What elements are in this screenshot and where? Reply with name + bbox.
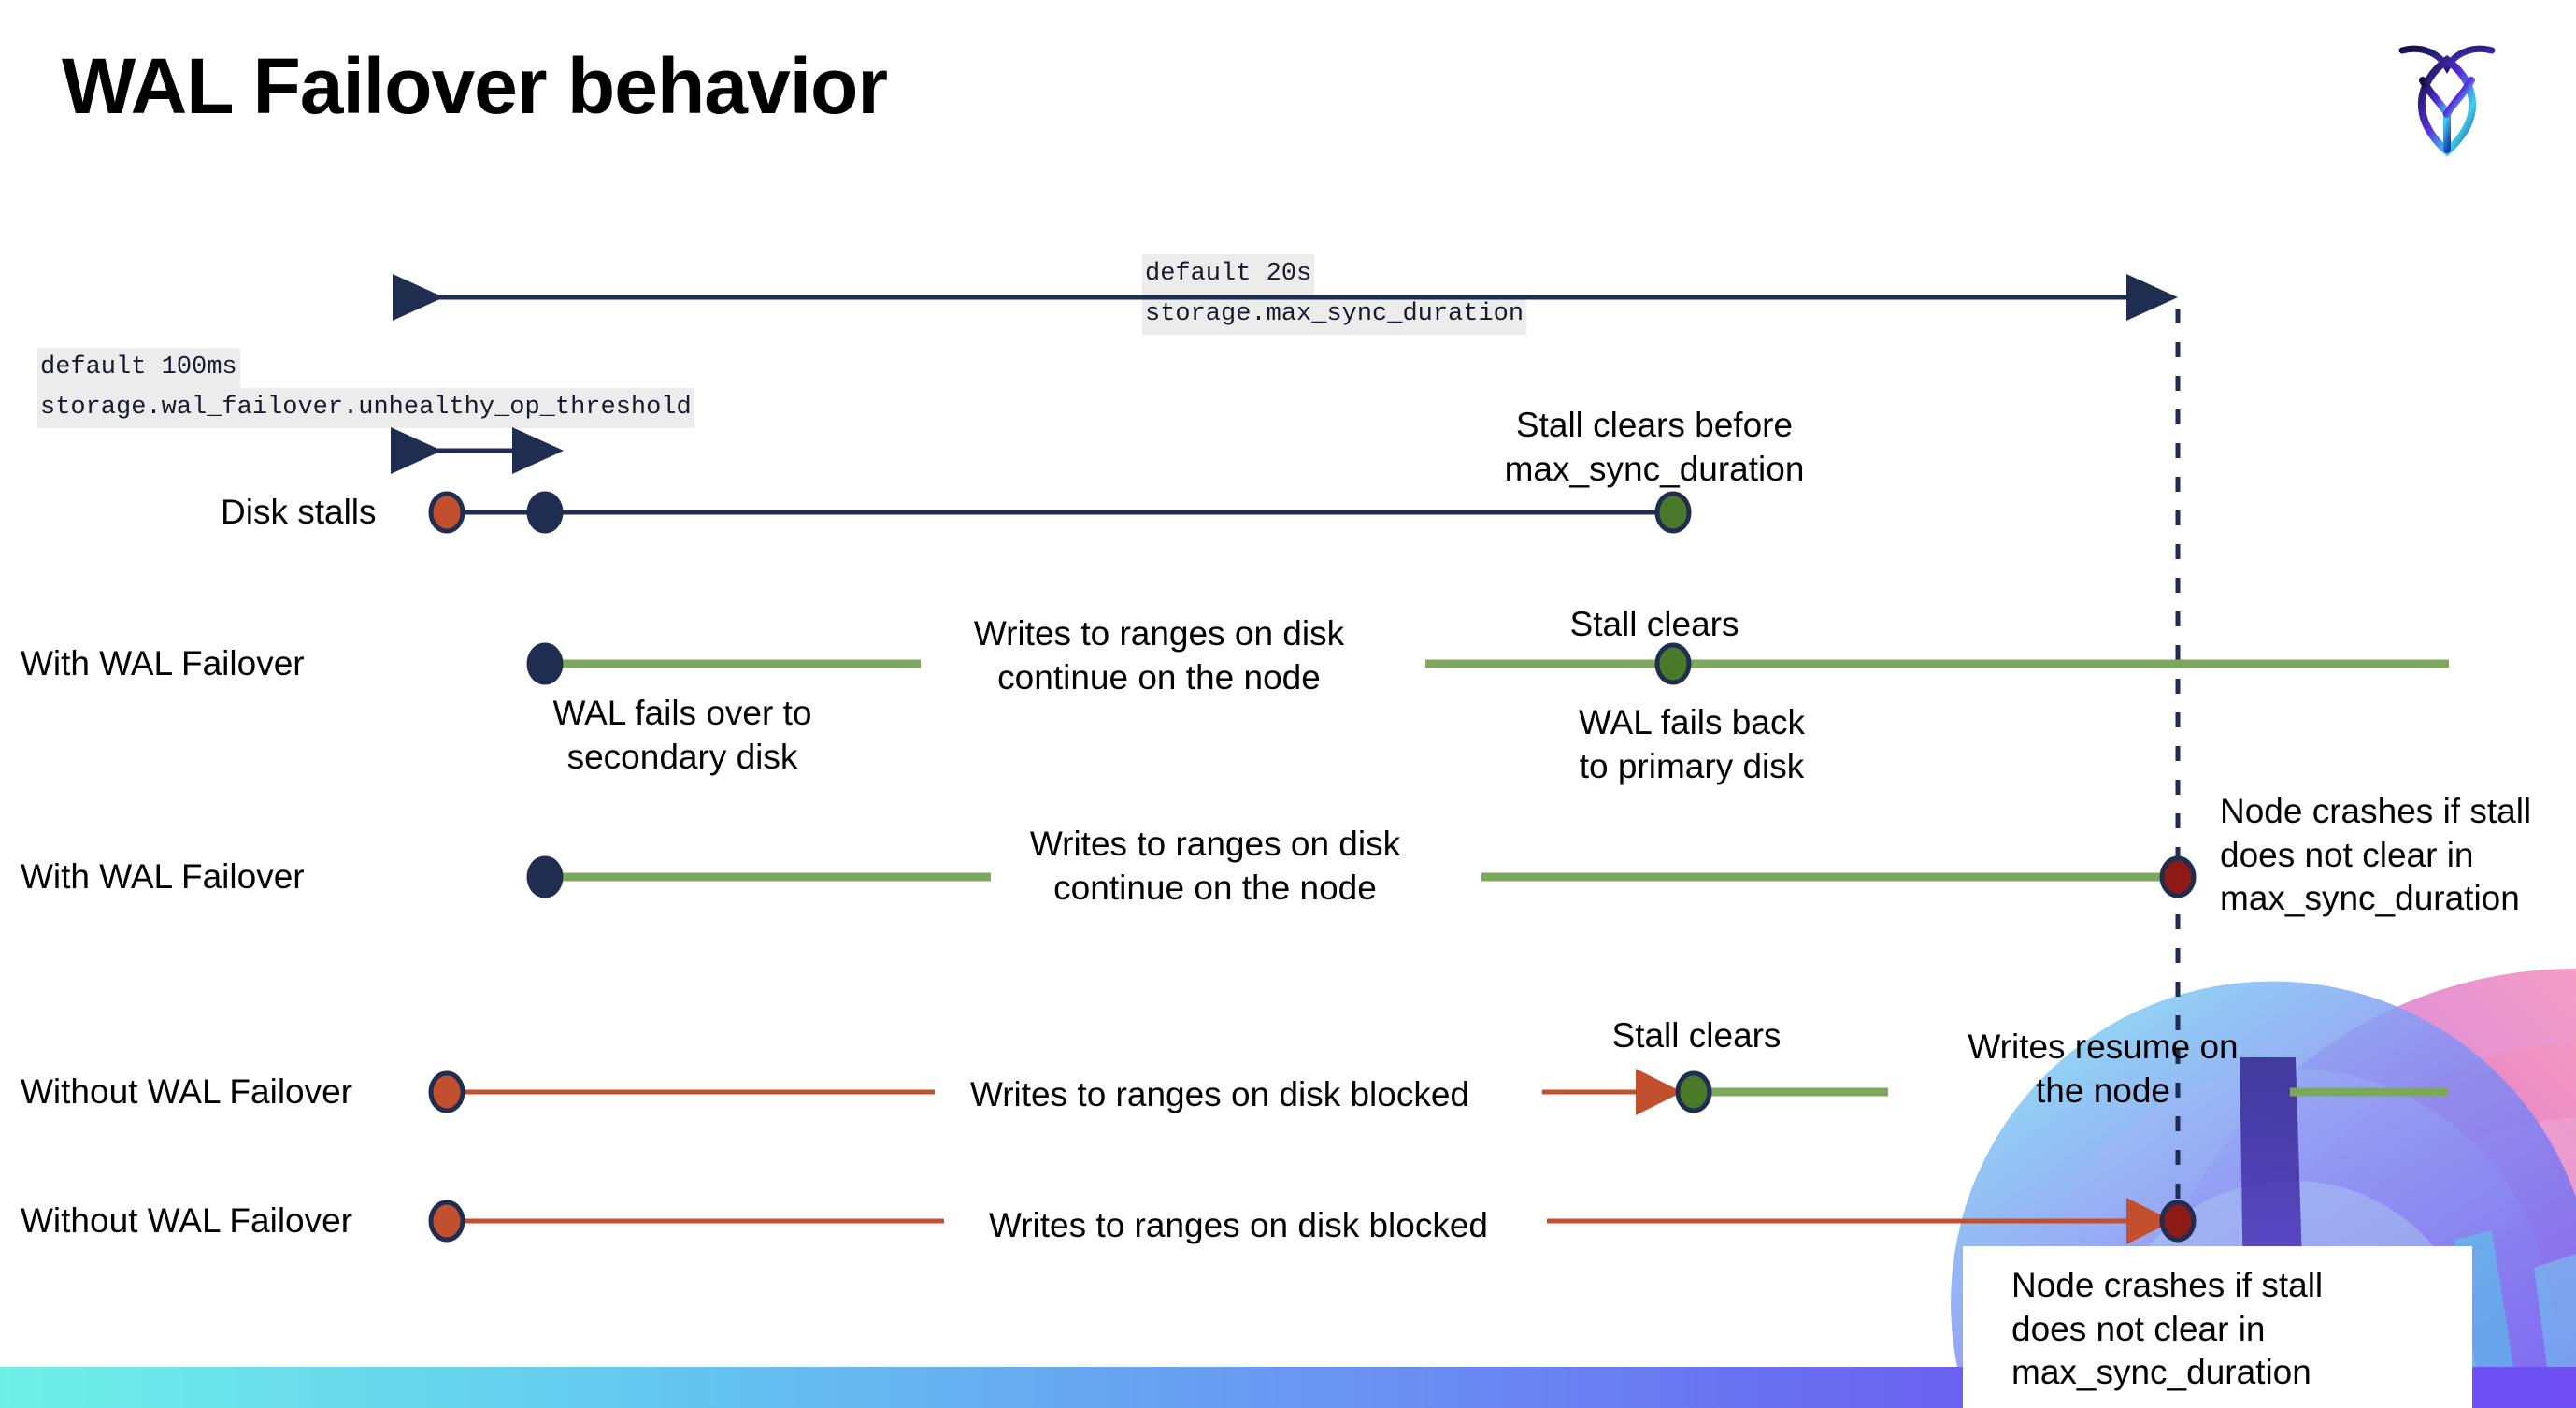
- setting-name: storage.wal_failover.unhealthy_op_thresh…: [37, 388, 694, 429]
- annotation-wal-fails-back: WAL fails back to primary disk: [1579, 703, 1805, 785]
- row-with-wal-failover-1-track: [526, 642, 2449, 685]
- annotation-writes-blocked-row4: Writes to ranges on disk blocked: [969, 1075, 1470, 1113]
- node-crashes-callout-box: [1963, 1246, 2472, 1408]
- annotation-node-crashes-row3: Node crashes if stall does not clear in …: [2220, 792, 2532, 918]
- setting-label-unhealthy-op-threshold: default 100ms storage.wal_failover.unhea…: [37, 348, 694, 429]
- row-label-with-wal-failover-2: With WAL Failover: [21, 857, 305, 896]
- stall-start-dot: [428, 1200, 465, 1243]
- failover-start-dot: [526, 855, 564, 898]
- failover-trigger-dot: [526, 491, 564, 534]
- node-crash-dot: [2159, 1200, 2197, 1243]
- annotation-stall-clears-row2: Stall clears: [1569, 605, 1739, 643]
- stall-clears-dot: [1654, 491, 1692, 534]
- row-with-wal-failover-2-track: [526, 855, 2197, 898]
- row-label-with-wal-failover-1: With WAL Failover: [21, 644, 305, 682]
- annotation-stall-clears-row4: Stall clears: [1611, 1016, 1782, 1055]
- stall-start-dot: [428, 1070, 465, 1113]
- row-disk-stalls-track: [428, 491, 1692, 534]
- annotation-writes-resume: Writes resume on the node: [1968, 1027, 2239, 1110]
- setting-default-value: default 100ms: [37, 348, 240, 389]
- row-label-disk-stalls: Disk stalls: [221, 493, 377, 531]
- annotation-writes-continue-row2: Writes to ranges on disk continue on the…: [973, 614, 1345, 697]
- annotation-writes-continue-row3: Writes to ranges on disk continue on the…: [1029, 825, 1401, 907]
- node-crash-dot: [2159, 855, 2197, 898]
- stall-clears-dot: [1654, 642, 1692, 685]
- annotation-wal-fails-over: WAL fails over to secondary disk: [552, 694, 812, 776]
- row-without-wal-failover-2-track: [428, 1198, 2197, 1244]
- annotation-node-crashes-row5: Node crashes if stall does not clear in …: [2011, 1266, 2324, 1392]
- stall-start-dot: [428, 491, 465, 534]
- row-label-without-wal-failover-1: Without WAL Failover: [21, 1072, 353, 1111]
- stall-clears-dot: [1675, 1070, 1712, 1113]
- row-label-without-wal-failover-2: Without WAL Failover: [21, 1201, 353, 1240]
- failover-start-dot: [526, 642, 564, 685]
- annotation-stall-clears-before: Stall clears before max_sync_duration: [1504, 406, 1805, 488]
- cockroachdb-logo-icon: [2398, 45, 2496, 157]
- annotation-writes-blocked-row5: Writes to ranges on disk blocked: [988, 1206, 1489, 1244]
- row-without-wal-failover-1-track: [428, 1069, 2449, 1115]
- page-title: WAL Failover behavior: [62, 42, 888, 130]
